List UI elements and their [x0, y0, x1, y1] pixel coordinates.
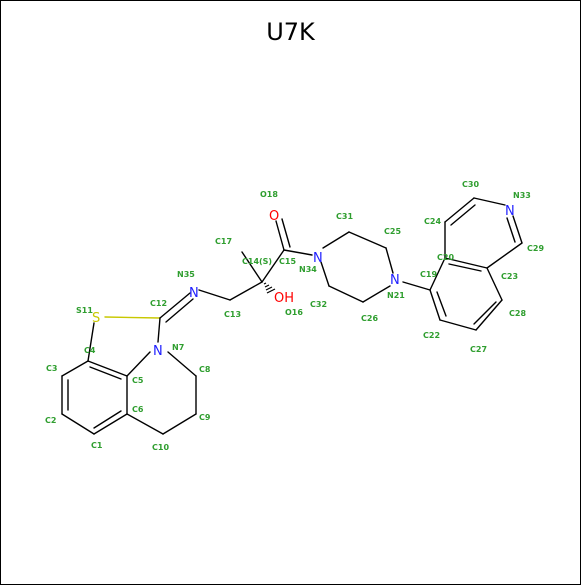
atom-number-c14: C14(S) [242, 257, 272, 266]
stereo-hash-wedge [263, 282, 276, 294]
atom-symbol-o18: O [269, 209, 279, 224]
atom-symbol-s11: S [92, 311, 100, 326]
atom-number-labels: C1 C2 C3 C4 C5 C6 N7 C8 C9 C10 S11 C12 C… [45, 180, 544, 452]
bond-c15-o18 [275, 220, 285, 251]
atom-number-n21: N21 [387, 291, 405, 300]
bond-c30-n33 [473, 197, 506, 206]
bond-c4-c5-inner [89, 366, 122, 380]
atom-number-c20: C20 [437, 253, 454, 262]
bond-c13-c14 [229, 281, 263, 301]
bond-c28-c27 [475, 299, 503, 331]
bond-c6-c1 [93, 413, 128, 435]
atom-number-o16: O16 [285, 308, 303, 317]
bond-c22-c19 [429, 289, 441, 321]
bond-c1-c2 [61, 413, 95, 435]
bond-c20-c23 [444, 257, 488, 269]
bond-c31-c25 [348, 231, 387, 249]
atom-number-c28: C28 [509, 309, 526, 318]
bond-c15-o18-double [281, 218, 291, 248]
atom-number-n33: N33 [513, 191, 531, 200]
bond-s11-c12 [104, 316, 161, 319]
bond-c25-n21 [385, 247, 394, 274]
atom-number-n35: N35 [177, 270, 195, 279]
atom-number-c26: C26 [361, 314, 378, 323]
bond-c14-c15 [261, 249, 285, 283]
atom-number-c6: C6 [132, 405, 144, 414]
bond-c10-c6 [126, 413, 164, 435]
bond-c4-c5 [87, 360, 128, 377]
bond-c20-c23-inner [448, 263, 482, 272]
bond-n21-c26 [362, 285, 391, 303]
atom-symbol-oh16: OH [274, 291, 294, 306]
bond-c29-c23 [486, 242, 523, 269]
atom-number-c1: C1 [91, 441, 103, 450]
bond-n33-c29 [512, 215, 523, 244]
atom-number-c4: C4 [84, 346, 96, 355]
bond-c4-s11 [87, 322, 95, 362]
atom-symbol-n21: N [390, 273, 400, 288]
atom-number-c13: C13 [224, 310, 241, 319]
atom-number-c15: C15 [279, 257, 296, 266]
atom-number-c12: C12 [150, 299, 167, 308]
atom-number-c19: C19 [420, 270, 437, 279]
atom-number-c29: C29 [527, 244, 544, 253]
atom-symbol-n7: N [153, 344, 163, 359]
atom-number-c9: C9 [199, 413, 211, 422]
atom-number-c3: C3 [46, 364, 57, 373]
bond-n34-c31 [322, 231, 350, 249]
bond-c19-c20 [429, 257, 446, 291]
atom-number-c5: C5 [132, 376, 144, 385]
bond-c23-c28 [486, 267, 503, 301]
bond-c28-c27-inner [473, 301, 497, 325]
bond-c1-c6-inner [93, 410, 122, 429]
bond-n35-c13 [198, 289, 231, 301]
atom-number-c23: C23 [501, 272, 518, 281]
bond-n7-c5 [126, 351, 151, 377]
bond-n33-c29-inner [506, 217, 516, 243]
molecule-title: U7K [266, 18, 315, 46]
bond-c24-c30-inner [450, 204, 476, 226]
bond-c14-c17 [241, 251, 263, 283]
atom-symbol-n34: N [313, 251, 323, 266]
atom-number-c30: C30 [462, 180, 479, 189]
bond-c22-c19-inner [436, 291, 447, 317]
bond-c12-n35 [159, 292, 191, 319]
bond-c15-n34 [283, 249, 313, 256]
atom-symbol-n33: N [505, 204, 515, 219]
bond-n7-c8 [167, 351, 197, 377]
atom-number-n34: N34 [299, 265, 317, 274]
bond-c27-c22 [439, 319, 477, 331]
atom-number-s11: S11 [76, 306, 93, 315]
bonds [61, 197, 523, 435]
atom-number-c2: C2 [45, 416, 56, 425]
atom-number-c24: C24 [424, 217, 441, 226]
atom-number-c25: C25 [384, 227, 401, 236]
atom-number-c32: C32 [310, 300, 327, 309]
bond-c32-n34 [320, 261, 330, 287]
atom-number-n7: N7 [172, 343, 184, 352]
bond-c3-c4 [61, 360, 89, 377]
bond-c9-c10 [162, 413, 197, 435]
atom-number-c27: C27 [470, 345, 487, 354]
bond-c12-n7 [157, 317, 161, 343]
bond-c24-c30 [444, 197, 475, 223]
atom-number-c8: C8 [199, 365, 211, 374]
bond-c12-n35-double [165, 298, 194, 323]
atom-number-c22: C22 [423, 331, 440, 340]
bond-c26-c32 [328, 285, 364, 303]
atom-number-o18: O18 [260, 190, 278, 199]
atom-number-c17: C17 [215, 237, 232, 246]
atom-number-c31: C31 [336, 212, 353, 221]
atom-symbol-n35: N [189, 286, 199, 301]
atom-symbols: S N N O OH N N N [92, 204, 515, 359]
atom-number-c10: C10 [152, 443, 169, 452]
bond-n21-c19 [402, 281, 431, 291]
